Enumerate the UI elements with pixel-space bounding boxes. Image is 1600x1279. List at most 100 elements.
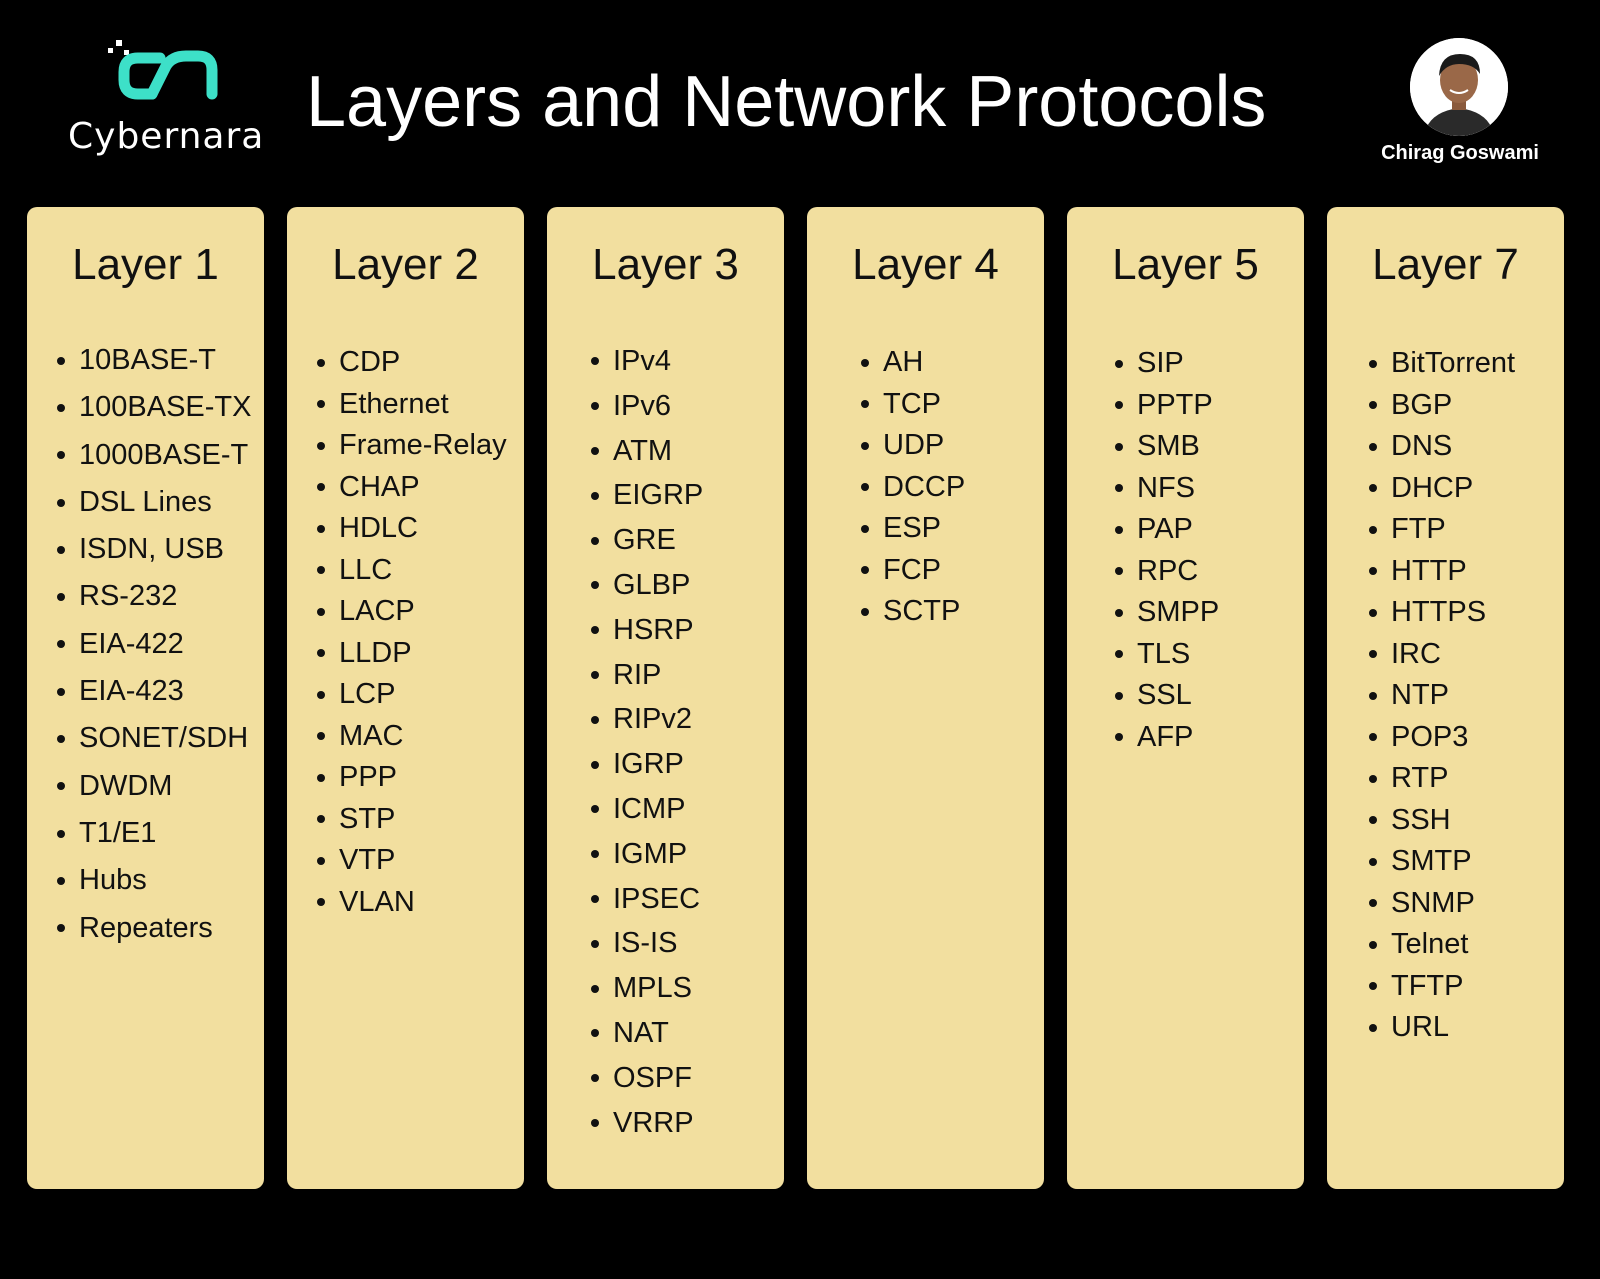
protocol-item: SIP bbox=[1111, 343, 1219, 385]
protocol-list: SIP PPTP SMB NFS PAP RPC SMPP TLS SSL AF… bbox=[1111, 343, 1219, 758]
protocol-item: PPTP bbox=[1111, 385, 1219, 427]
protocol-item: DSL Lines bbox=[53, 479, 251, 526]
bullet-icon bbox=[591, 402, 599, 411]
protocol-item: TFTP bbox=[1365, 966, 1515, 1008]
protocol-list: AH TCP UDP DCCP ESP FCP SCTP bbox=[857, 342, 965, 633]
protocol-item: Frame-Relay bbox=[313, 425, 507, 467]
layer-card-3: Layer 3 IPv4 IPv6 ATM EIGRP GRE GLBP HSR… bbox=[547, 207, 784, 1189]
bullet-icon bbox=[1115, 525, 1123, 534]
protocol-item: IGRP bbox=[587, 742, 703, 787]
bullet-icon bbox=[1369, 733, 1377, 742]
layer-card-5: Layer 5 SIP PPTP SMB NFS PAP RPC SMPP TL… bbox=[1067, 207, 1304, 1189]
protocol-item: MPLS bbox=[587, 966, 703, 1011]
protocol-item: NTP bbox=[1365, 675, 1515, 717]
bullet-icon bbox=[1369, 982, 1377, 991]
bullet-icon bbox=[591, 894, 599, 903]
protocol-item: TLS bbox=[1111, 634, 1219, 676]
protocol-item: DHCP bbox=[1365, 468, 1515, 510]
bullet-icon bbox=[591, 984, 599, 993]
bullet-icon bbox=[591, 446, 599, 455]
bullet-icon bbox=[1115, 484, 1123, 493]
bullet-icon bbox=[1369, 484, 1377, 493]
protocol-item: EIA-423 bbox=[53, 668, 251, 715]
bullet-icon bbox=[591, 357, 599, 366]
bullet-icon bbox=[57, 829, 65, 838]
bullet-icon bbox=[1369, 525, 1377, 534]
protocol-item: UDP bbox=[857, 425, 965, 467]
protocol-item: SSH bbox=[1365, 800, 1515, 842]
bullet-icon bbox=[1115, 359, 1123, 368]
bullet-icon bbox=[861, 358, 869, 367]
protocol-item: LACP bbox=[313, 591, 507, 633]
bullet-icon bbox=[591, 850, 599, 859]
protocol-item: IPSEC bbox=[587, 877, 703, 922]
avatar bbox=[1410, 38, 1508, 136]
protocol-item: RPC bbox=[1111, 551, 1219, 593]
person-avatar-icon bbox=[1410, 38, 1508, 136]
protocol-item: FTP bbox=[1365, 509, 1515, 551]
protocol-item: DNS bbox=[1365, 426, 1515, 468]
protocol-item: MAC bbox=[313, 716, 507, 758]
protocol-item: NAT bbox=[587, 1011, 703, 1056]
bullet-icon bbox=[1369, 401, 1377, 410]
protocol-item: VLAN bbox=[313, 882, 507, 924]
protocol-item: Ethernet bbox=[313, 384, 507, 426]
bullet-icon bbox=[57, 451, 65, 460]
bullet-icon bbox=[591, 670, 599, 679]
protocol-item: RIPv2 bbox=[587, 697, 703, 742]
protocol-item: HTTPS bbox=[1365, 592, 1515, 634]
protocol-item: ICMP bbox=[587, 787, 703, 832]
protocol-item: NFS bbox=[1111, 468, 1219, 510]
bullet-icon bbox=[57, 687, 65, 696]
layers-grid: Layer 1 10BASE-T 100BASE-TX 1000BASE-T D… bbox=[27, 207, 1565, 1189]
protocol-item: AFP bbox=[1111, 717, 1219, 759]
layer-title: Layer 1 bbox=[72, 240, 219, 289]
bullet-icon bbox=[591, 1074, 599, 1083]
protocol-item: SNMP bbox=[1365, 883, 1515, 925]
bullet-icon bbox=[1115, 733, 1123, 742]
bullet-icon bbox=[317, 400, 325, 409]
brand-logo: Cybernara bbox=[64, 36, 284, 166]
bullet-icon bbox=[1115, 608, 1123, 617]
protocol-item: 1000BASE-T bbox=[53, 432, 251, 479]
bullet-icon bbox=[1115, 567, 1123, 576]
protocol-item: RIP bbox=[587, 653, 703, 698]
layer-card-4: Layer 4 AH TCP UDP DCCP ESP FCP SCTP bbox=[807, 207, 1044, 1189]
bullet-icon bbox=[317, 732, 325, 741]
protocol-item: POP3 bbox=[1365, 717, 1515, 759]
protocol-item: RS-232 bbox=[53, 573, 251, 620]
bullet-icon bbox=[57, 593, 65, 602]
layer-title: Layer 4 bbox=[852, 240, 999, 289]
bullet-icon bbox=[1369, 940, 1377, 949]
protocol-item: TCP bbox=[857, 384, 965, 426]
page-title: Layers and Network Protocols bbox=[306, 62, 1267, 142]
bullet-icon bbox=[591, 805, 599, 814]
protocol-item: SONET/SDH bbox=[53, 715, 251, 762]
protocol-item: RTP bbox=[1365, 758, 1515, 800]
protocol-item: EIGRP bbox=[587, 473, 703, 518]
bullet-icon bbox=[1115, 691, 1123, 700]
protocol-item: LLDP bbox=[313, 633, 507, 675]
layer-title: Layer 7 bbox=[1372, 240, 1519, 289]
protocol-item: IRC bbox=[1365, 634, 1515, 676]
bullet-icon bbox=[317, 856, 325, 865]
bullet-icon bbox=[1115, 650, 1123, 659]
author-badge: Chirag Goswami bbox=[1360, 34, 1560, 174]
layer-title: Layer 3 bbox=[592, 240, 739, 289]
layer-card-2: Layer 2 CDP Ethernet Frame-Relay CHAP HD… bbox=[287, 207, 524, 1189]
bullet-icon bbox=[57, 356, 65, 365]
bullet-icon bbox=[591, 491, 599, 500]
bullet-icon bbox=[1369, 857, 1377, 866]
bullet-icon bbox=[57, 735, 65, 744]
bullet-icon bbox=[1369, 567, 1377, 576]
protocol-item: OSPF bbox=[587, 1056, 703, 1101]
protocol-item: GLBP bbox=[587, 563, 703, 608]
protocol-list: IPv4 IPv6 ATM EIGRP GRE GLBP HSRP RIP RI… bbox=[587, 339, 703, 1145]
bullet-icon bbox=[57, 876, 65, 885]
bullet-icon bbox=[1369, 442, 1377, 451]
protocol-item: VRRP bbox=[587, 1101, 703, 1146]
protocol-item: HTTP bbox=[1365, 551, 1515, 593]
protocol-list: 10BASE-T 100BASE-TX 1000BASE-T DSL Lines… bbox=[53, 337, 251, 952]
bullet-icon bbox=[861, 441, 869, 450]
protocol-item: DWDM bbox=[53, 763, 251, 810]
